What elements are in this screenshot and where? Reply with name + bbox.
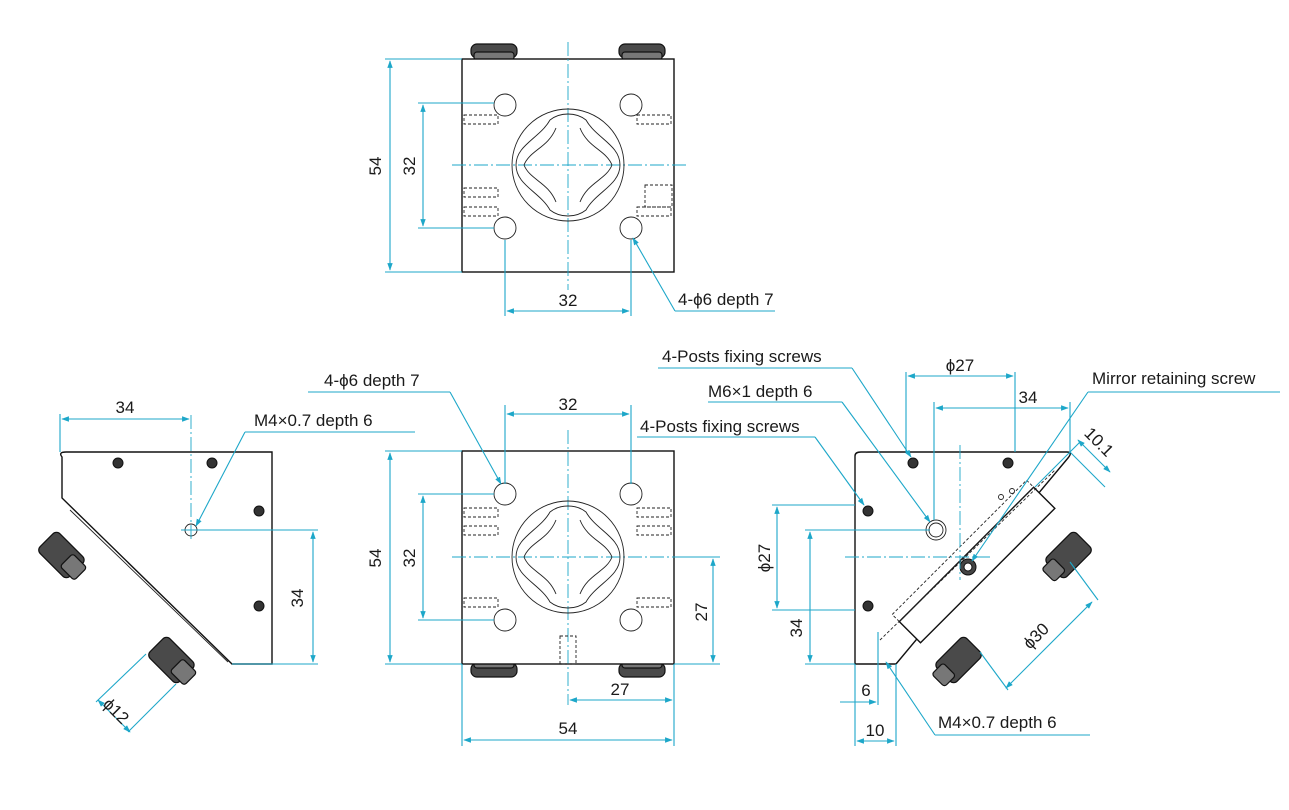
right-tap-callout: M4×0.7 depth 6 xyxy=(938,713,1057,732)
right-view: ϕ27 34 4-Posts fixing screws M6×1 depth … xyxy=(658,347,1280,746)
front-dim-27-right: 27 xyxy=(692,603,711,622)
left-dim-34-right: 34 xyxy=(288,589,307,608)
right-dim-34-left: 34 xyxy=(787,619,806,638)
mount-hole xyxy=(619,93,643,117)
front-dim-54-bottom: 54 xyxy=(559,719,578,738)
right-m6-callout: M6×1 depth 6 xyxy=(708,382,812,401)
mount-hole xyxy=(493,93,517,117)
front-dim-27-bottom: 27 xyxy=(611,680,630,699)
left-knob-upper xyxy=(38,531,87,580)
right-knob-lower xyxy=(932,636,982,687)
mount-hole xyxy=(619,216,643,240)
left-tap-callout: M4×0.7 depth 6 xyxy=(254,411,373,430)
right-mirror-plate xyxy=(891,479,1056,644)
right-dim-10-1: 10.1 xyxy=(1080,424,1117,461)
top-dim-32-h: 32 xyxy=(559,291,578,310)
front-posts-screws: 4-Posts fixing screws xyxy=(640,417,800,436)
top-knob-left xyxy=(470,43,518,61)
top-view: 54 32 32 4-ϕ6 depth 7 xyxy=(366,42,775,316)
top-hole-callout: 4-ϕ6 depth 7 xyxy=(678,290,774,309)
right-knob-upper xyxy=(1042,531,1092,582)
right-mirror-screw: Mirror retaining screw xyxy=(1092,369,1256,388)
left-dim-dia12: ϕ12 xyxy=(99,694,133,728)
front-dim-54: 54 xyxy=(366,549,385,568)
left-body xyxy=(59,451,273,665)
mirror-holder xyxy=(511,108,625,222)
top-dim-54: 54 xyxy=(366,157,385,176)
right-dim-34-top: 34 xyxy=(1019,388,1038,407)
left-knob-lower xyxy=(148,636,197,685)
front-hole-callout: 4-ϕ6 depth 7 xyxy=(324,371,420,390)
top-dim-32-v: 32 xyxy=(400,157,419,176)
front-dim-32-top: 32 xyxy=(559,395,578,414)
right-dim-10: 10 xyxy=(866,721,885,740)
front-mirror-holder xyxy=(511,500,625,614)
right-dia27-left: ϕ27 xyxy=(755,544,774,572)
top-knob-right xyxy=(618,43,666,61)
front-view: 32 4-ϕ6 depth 7 4-Posts fixing screws 54… xyxy=(308,371,815,746)
right-dim-dia30: ϕ30 xyxy=(1019,619,1053,653)
right-posts-screws: 4-Posts fixing screws xyxy=(662,347,822,366)
right-dim-6: 6 xyxy=(861,681,870,700)
front-dim-32-v: 32 xyxy=(400,549,419,568)
left-dim-34-top: 34 xyxy=(116,398,135,417)
right-dia27-top: ϕ27 xyxy=(946,356,974,375)
left-view: 34 M4×0.7 depth 6 34 ϕ12 xyxy=(38,398,415,733)
